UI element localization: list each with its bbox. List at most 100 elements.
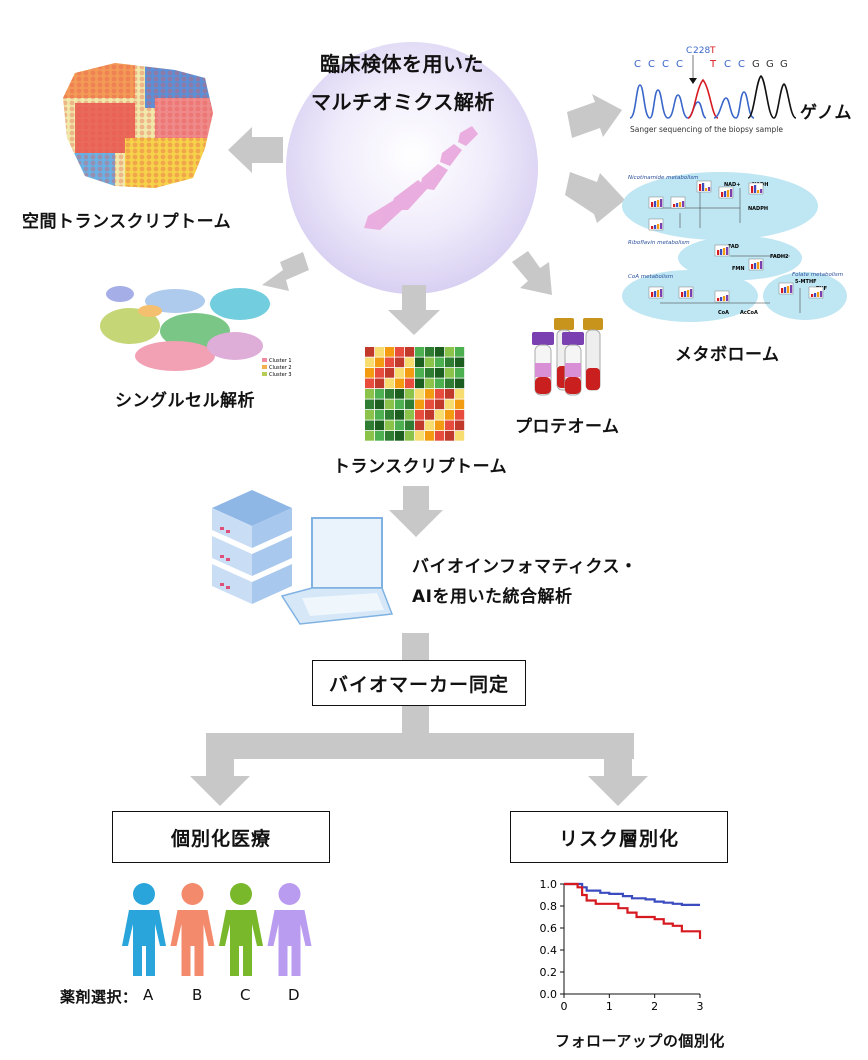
mini-bar bbox=[690, 289, 693, 297]
person-icon bbox=[122, 883, 166, 976]
mini-bar bbox=[651, 292, 654, 297]
heatmap-cell bbox=[445, 420, 455, 431]
svg-text:G: G bbox=[752, 59, 760, 70]
drug-option-a: A bbox=[143, 986, 154, 1004]
heatmap-cell bbox=[425, 431, 435, 441]
heatmap-cell bbox=[395, 347, 405, 357]
mini-bar bbox=[708, 187, 711, 191]
heatmap-cell bbox=[415, 357, 425, 368]
heatmap-cell bbox=[385, 378, 395, 389]
svg-text:C: C bbox=[738, 59, 745, 70]
heatmap-cell bbox=[385, 410, 395, 420]
mini-bar bbox=[687, 290, 690, 297]
heatmap-cell bbox=[455, 420, 465, 431]
heatmap-cell bbox=[375, 378, 385, 389]
heatmap-cell bbox=[365, 389, 375, 399]
heatmap-cell bbox=[405, 368, 415, 378]
x-tick-label: 0 bbox=[561, 1000, 568, 1013]
heatmap-cell bbox=[445, 399, 455, 410]
mini-bar bbox=[720, 249, 723, 255]
heatmap-cell bbox=[365, 357, 375, 368]
heatmap-cell bbox=[395, 389, 405, 399]
mini-bar bbox=[721, 192, 724, 197]
heatmap-cell bbox=[415, 347, 425, 357]
x-tick-label: 1 bbox=[606, 1000, 613, 1013]
survival-curve-2 bbox=[564, 882, 702, 939]
drug-option-c: C bbox=[240, 986, 251, 1004]
mini-bar bbox=[820, 291, 823, 297]
metabolic-pathways: Nicotinamide metabolism Riboflavin metab… bbox=[622, 172, 847, 322]
person-icon bbox=[170, 883, 215, 976]
heatmap-cell bbox=[425, 410, 435, 420]
heatmap-cell bbox=[385, 389, 395, 399]
svg-text:G: G bbox=[780, 59, 788, 70]
svg-text:NAD+: NAD+ bbox=[724, 182, 740, 188]
mini-bar bbox=[726, 295, 729, 301]
heatmap-cell bbox=[455, 368, 465, 378]
heatmap-cell bbox=[405, 399, 415, 410]
y-tick-label: 1.0 bbox=[540, 878, 558, 891]
heatmap-cell bbox=[445, 357, 455, 368]
drug-option-d: D bbox=[288, 986, 301, 1004]
biomarker-box: バイオマーカー同定 bbox=[312, 660, 526, 706]
sanger-caption: Sanger sequencing of the biopsy sample bbox=[630, 125, 783, 134]
heatmap-cell bbox=[445, 410, 455, 420]
heatmap-cell bbox=[445, 431, 455, 441]
arrow-to-personalized bbox=[190, 776, 250, 806]
arrow-to-spatial bbox=[228, 127, 283, 173]
mini-bar bbox=[657, 290, 660, 297]
arrow-to-risk bbox=[588, 776, 648, 806]
heatmap-cell bbox=[435, 389, 445, 399]
heatmap-cell bbox=[435, 357, 445, 368]
mini-bar bbox=[651, 226, 654, 229]
svg-text:C: C bbox=[648, 59, 655, 70]
legend-cluster3: Cluster 3 bbox=[269, 372, 292, 378]
arrow-to-metabolome bbox=[565, 172, 625, 223]
tissue-section bbox=[364, 126, 478, 230]
heatmap-cell bbox=[435, 410, 445, 420]
heatmap-cell bbox=[435, 399, 445, 410]
y-tick-label: 0.6 bbox=[540, 922, 558, 935]
risk-box: リスク層別化 bbox=[510, 811, 728, 863]
mini-bar bbox=[751, 186, 754, 193]
mini-bar bbox=[751, 264, 754, 269]
heatmap-cell bbox=[375, 410, 385, 420]
mini-bar bbox=[760, 189, 763, 193]
heatmap-cell bbox=[405, 357, 415, 368]
spatial-map bbox=[63, 63, 213, 188]
heatmap-cell bbox=[425, 378, 435, 389]
heatmap-cell bbox=[385, 357, 395, 368]
arrow-to-analysis bbox=[389, 486, 443, 537]
mini-bar bbox=[705, 188, 708, 191]
biopsy-sphere bbox=[286, 42, 538, 294]
y-tick-label: 0.2 bbox=[540, 966, 558, 979]
heatmap-cell bbox=[375, 420, 385, 431]
mini-bar bbox=[730, 189, 733, 197]
legend-cluster1: Cluster 1 bbox=[269, 358, 292, 364]
mini-bar bbox=[784, 287, 787, 293]
heatmap-cell bbox=[395, 368, 405, 378]
heatmap-cell bbox=[365, 420, 375, 431]
mini-bar bbox=[720, 297, 723, 301]
heatmap-cell bbox=[425, 347, 435, 357]
mini-bar bbox=[754, 263, 757, 269]
server-laptop-icon bbox=[212, 490, 394, 625]
analysis-line2: AIを用いた統合解析 bbox=[412, 587, 573, 607]
mini-bar bbox=[814, 293, 817, 297]
svg-text:NADPH: NADPH bbox=[748, 206, 768, 212]
mini-bar bbox=[654, 225, 657, 229]
heatmap-cell bbox=[415, 368, 425, 378]
legend-cluster2: Cluster 2 bbox=[269, 365, 292, 371]
drug-option-b: B bbox=[192, 986, 203, 1004]
heatmap-cell bbox=[425, 368, 435, 378]
svg-text:CoA: CoA bbox=[718, 310, 729, 316]
arrow-to-genome bbox=[567, 94, 622, 138]
mini-bar bbox=[787, 286, 790, 293]
mutation-pos: 228 bbox=[693, 46, 710, 56]
heatmap-cell bbox=[375, 431, 385, 441]
heatmap-cell bbox=[435, 378, 445, 389]
mini-bar bbox=[723, 296, 726, 301]
label-proteome: プロテオーム bbox=[515, 417, 620, 437]
